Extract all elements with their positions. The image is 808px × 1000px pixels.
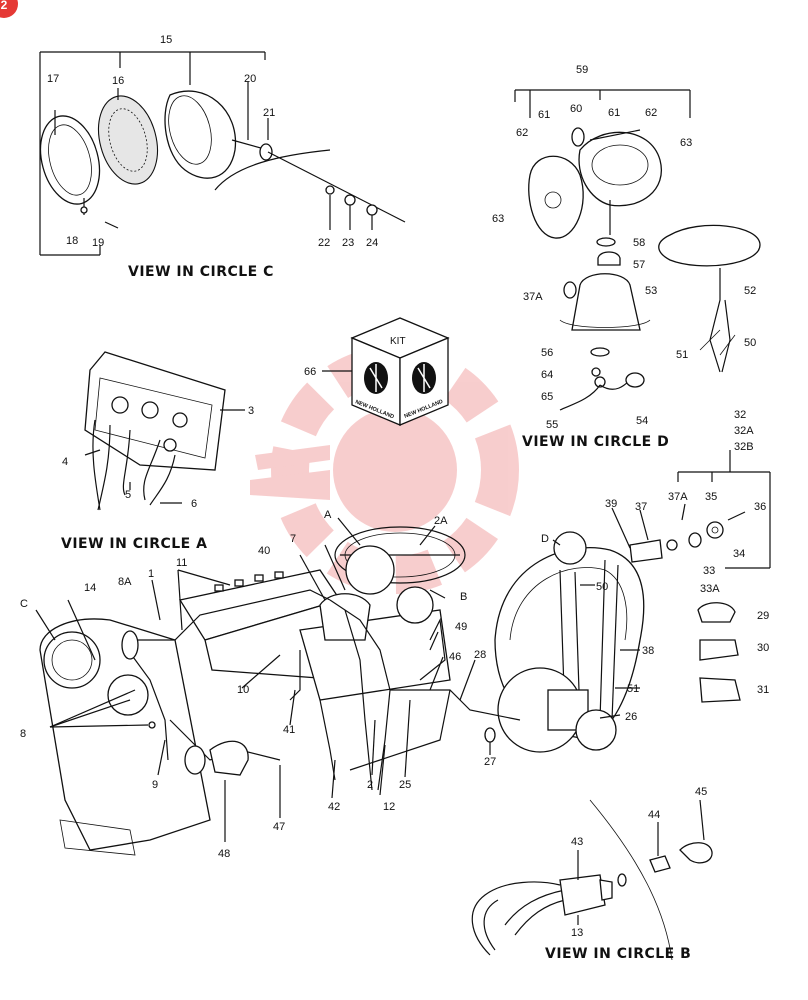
callout-62: 62	[645, 107, 657, 119]
callout-27: 27	[484, 756, 496, 768]
callout-20: 20	[244, 73, 256, 85]
callout-10: 10	[237, 684, 249, 696]
callout-33a: 33A	[700, 583, 720, 595]
callout-5: 5	[125, 489, 131, 501]
callout-44: 44	[648, 809, 660, 821]
callout-52: 52	[744, 285, 756, 297]
callout-49: 49	[455, 621, 467, 633]
callout-23: 23	[342, 237, 354, 249]
callout-39: 39	[605, 498, 617, 510]
callout-63: 63	[680, 137, 692, 149]
callout-58: 58	[633, 237, 645, 249]
callout-34: 34	[733, 548, 745, 560]
tail-lamp-assembly	[514, 89, 761, 411]
callout-31: 31	[757, 684, 769, 696]
tractor-main-harness	[35, 517, 645, 856]
callout-41: 41	[283, 724, 295, 736]
callout-a: A	[324, 509, 332, 521]
callout-18: 18	[66, 235, 78, 247]
callout-42: 42	[328, 801, 340, 813]
kit-label: KIT	[390, 336, 406, 347]
callout-26: 26	[625, 711, 637, 723]
callout-57: 57	[633, 259, 645, 271]
callout-32b: 32B	[734, 441, 754, 453]
callout-56: 56	[541, 347, 553, 359]
callout-45: 45	[695, 786, 707, 798]
callout-32a: 32A	[734, 425, 754, 437]
caption-view-circle-d: VIEW IN CIRCLE D	[522, 434, 669, 450]
callout-3: 3	[248, 405, 254, 417]
callout-61: 61	[538, 109, 550, 121]
callout-51: 51	[676, 349, 688, 361]
callout-16: 16	[112, 75, 124, 87]
callout-25: 25	[399, 779, 411, 791]
callout-29: 29	[757, 610, 769, 622]
callout-24: 24	[366, 237, 378, 249]
callout-66: 66	[304, 366, 316, 378]
callout-22: 22	[318, 237, 330, 249]
callout-54: 54	[636, 415, 648, 427]
callout-8: 8	[20, 728, 26, 740]
callout-c: C	[20, 598, 28, 610]
callout-47: 47	[273, 821, 285, 833]
callout-37: 37	[635, 501, 647, 513]
callout-60: 60	[570, 103, 582, 115]
caption-view-circle-c: VIEW IN CIRCLE C	[128, 264, 274, 280]
callout-13: 13	[571, 927, 583, 939]
callout-33: 33	[703, 565, 715, 577]
callout-48: 48	[218, 848, 230, 860]
caption-view-circle-b: VIEW IN CIRCLE B	[545, 946, 691, 962]
callout-65: 65	[541, 391, 553, 403]
callout-55: 55	[546, 419, 558, 431]
callout-d: D	[541, 533, 549, 545]
callout-8a: 8A	[118, 576, 132, 588]
callout-11: 11	[176, 557, 187, 569]
callout-b: B	[460, 591, 467, 603]
callout-36: 36	[754, 501, 766, 513]
callout-37a: 37A	[668, 491, 688, 503]
callout-14: 14	[84, 582, 96, 594]
kit-box	[322, 317, 450, 426]
callout-50: 50	[744, 337, 756, 349]
callout-21: 21	[263, 107, 275, 119]
callout-2a: 2A	[434, 515, 448, 527]
page-badge: 2	[0, 0, 18, 18]
callout-2: 2	[367, 779, 373, 791]
callout-53: 53	[645, 285, 657, 297]
callout-63: 63	[492, 213, 504, 225]
instrument-cluster	[84, 351, 245, 511]
callout-37a: 37A	[523, 291, 543, 303]
callout-7: 7	[290, 533, 296, 545]
callout-61: 61	[608, 107, 620, 119]
callout-28: 28	[474, 649, 486, 661]
caption-view-circle-a: VIEW IN CIRCLE A	[61, 536, 207, 552]
callout-6: 6	[191, 498, 197, 510]
callout-12: 12	[383, 801, 395, 813]
callout-50: 50	[596, 581, 608, 593]
callout-15: 15	[160, 34, 172, 46]
callout-1: 1	[148, 568, 154, 580]
callout-51: 51	[627, 683, 639, 695]
ignition-switch-assembly	[471, 799, 713, 961]
callout-40: 40	[258, 545, 270, 557]
callout-32: 32	[734, 409, 746, 421]
callout-64: 64	[541, 369, 553, 381]
callout-62: 62	[516, 127, 528, 139]
callout-9: 9	[152, 779, 158, 791]
headlamp-assembly	[39, 51, 406, 256]
callout-4: 4	[62, 456, 68, 468]
fender-lamp-fittings	[611, 450, 771, 703]
svg-text:2: 2	[1, 0, 8, 12]
watermark-gear-logo	[250, 346, 519, 594]
callout-59: 59	[576, 64, 588, 76]
callout-19: 19	[92, 237, 104, 249]
callout-46: 46	[449, 651, 461, 663]
callout-43: 43	[571, 836, 583, 848]
callout-38: 38	[642, 645, 654, 657]
callout-35: 35	[705, 491, 717, 503]
callout-17: 17	[47, 73, 59, 85]
callout-30: 30	[757, 642, 769, 654]
